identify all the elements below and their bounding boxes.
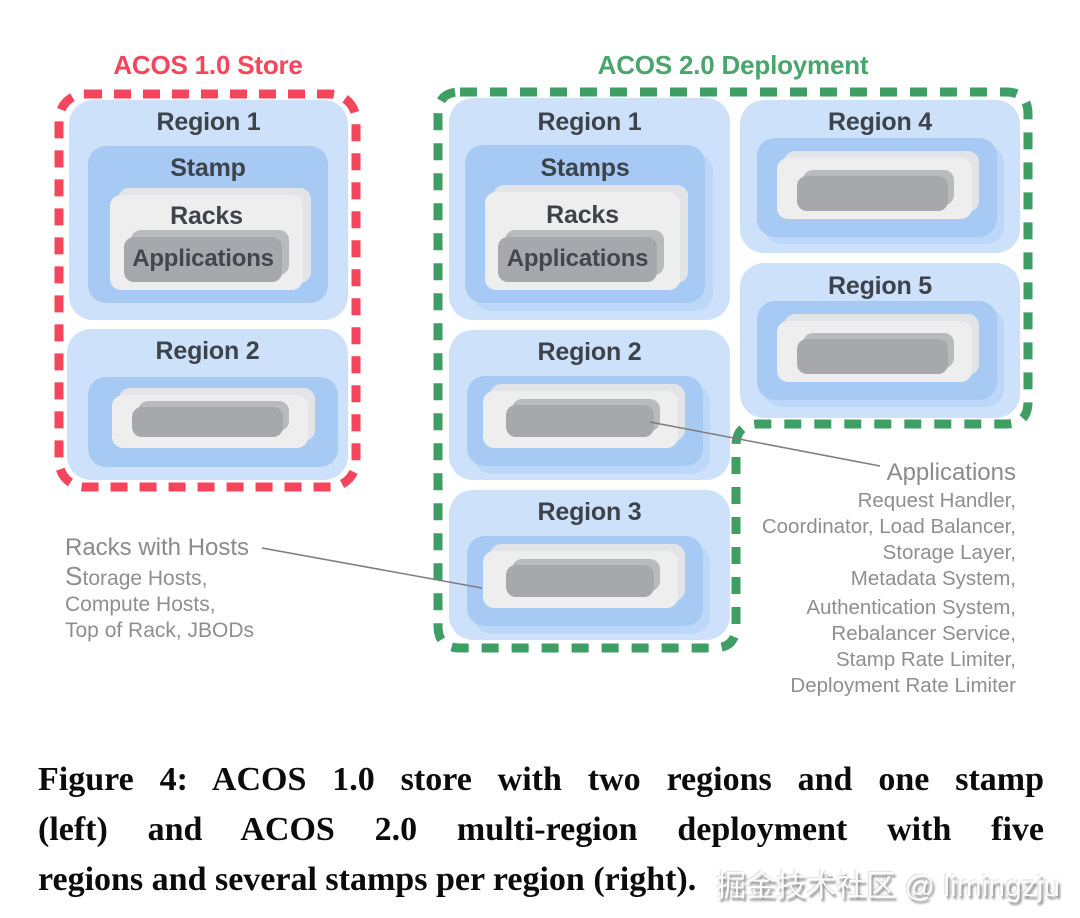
acos1-title: ACOS 1.0 Store [113,50,303,80]
watermark: 掘金技术社区 @ limingzju [716,870,1060,903]
caption-line: (left) and ACOS 2.0 multi-region deploym… [38,811,1044,848]
acos2-region1-apps-box: Applications [498,237,657,282]
acos2-region2-apps [506,405,654,437]
applications-note: Applications Request Handler, Coordinato… [700,458,1016,699]
acos1-apps-label: Applications [132,244,274,272]
figure-caption: Figure 4: ACOS 1.0 store with two region… [38,755,1044,905]
racks-note-line: Compute Hosts, [65,593,216,616]
acos2-region2-label: Region 2 [537,338,642,366]
applications-note-line: Storage Layer, [882,541,1016,564]
racks-note-line: Top of Rack, JBODs [65,619,255,642]
acos2-region5-label: Region 5 [828,272,932,300]
racks-note: Racks with Hosts Storage Hosts, Compute … [65,533,325,644]
applications-note-line: Deployment Rate Limiter [790,674,1016,697]
acos2-racks-label: Racks [546,201,619,229]
applications-note-line: Rebalancer Service, [831,622,1016,645]
acos1-region2-apps [132,407,283,437]
acos2-stamps-label: Stamps [540,154,630,182]
acos2-region4-label: Region 4 [828,108,932,136]
applications-note-line: Request Handler, [857,489,1016,512]
acos2-region1-label: Region 1 [537,108,642,136]
acos2-region3-apps [506,565,654,597]
caption-line: regions and several stamps per region (r… [38,861,697,898]
applications-note-line: Coordinator, Load Balancer, [761,515,1016,538]
racks-note-line: Storage Hosts, [65,561,208,591]
acos2-apps-label: Applications [506,244,649,272]
acos2-region5-apps [797,339,948,374]
applications-note-line: Stamp Rate Limiter, [835,648,1016,671]
acos1-region1-label: Region 1 [156,108,261,136]
acos1-stamp-label: Stamp [170,154,246,182]
acos2-title: ACOS 2.0 Deployment [597,50,869,80]
applications-note-line: Authentication System, [806,596,1016,619]
acos1-apps-box: Applications [124,237,282,282]
applications-note-heading: Applications [886,459,1016,486]
acos1-region2-label: Region 2 [155,337,260,365]
racks-note-heading: Racks with Hosts [65,534,250,561]
acos2-region4-apps [797,176,948,211]
acos2-region3-label: Region 3 [537,498,642,526]
acos1-racks-label: Racks [170,202,243,230]
caption-line: Figure 4: ACOS 1.0 store with two region… [38,761,1044,798]
applications-note-line: Metadata System, [850,567,1016,590]
